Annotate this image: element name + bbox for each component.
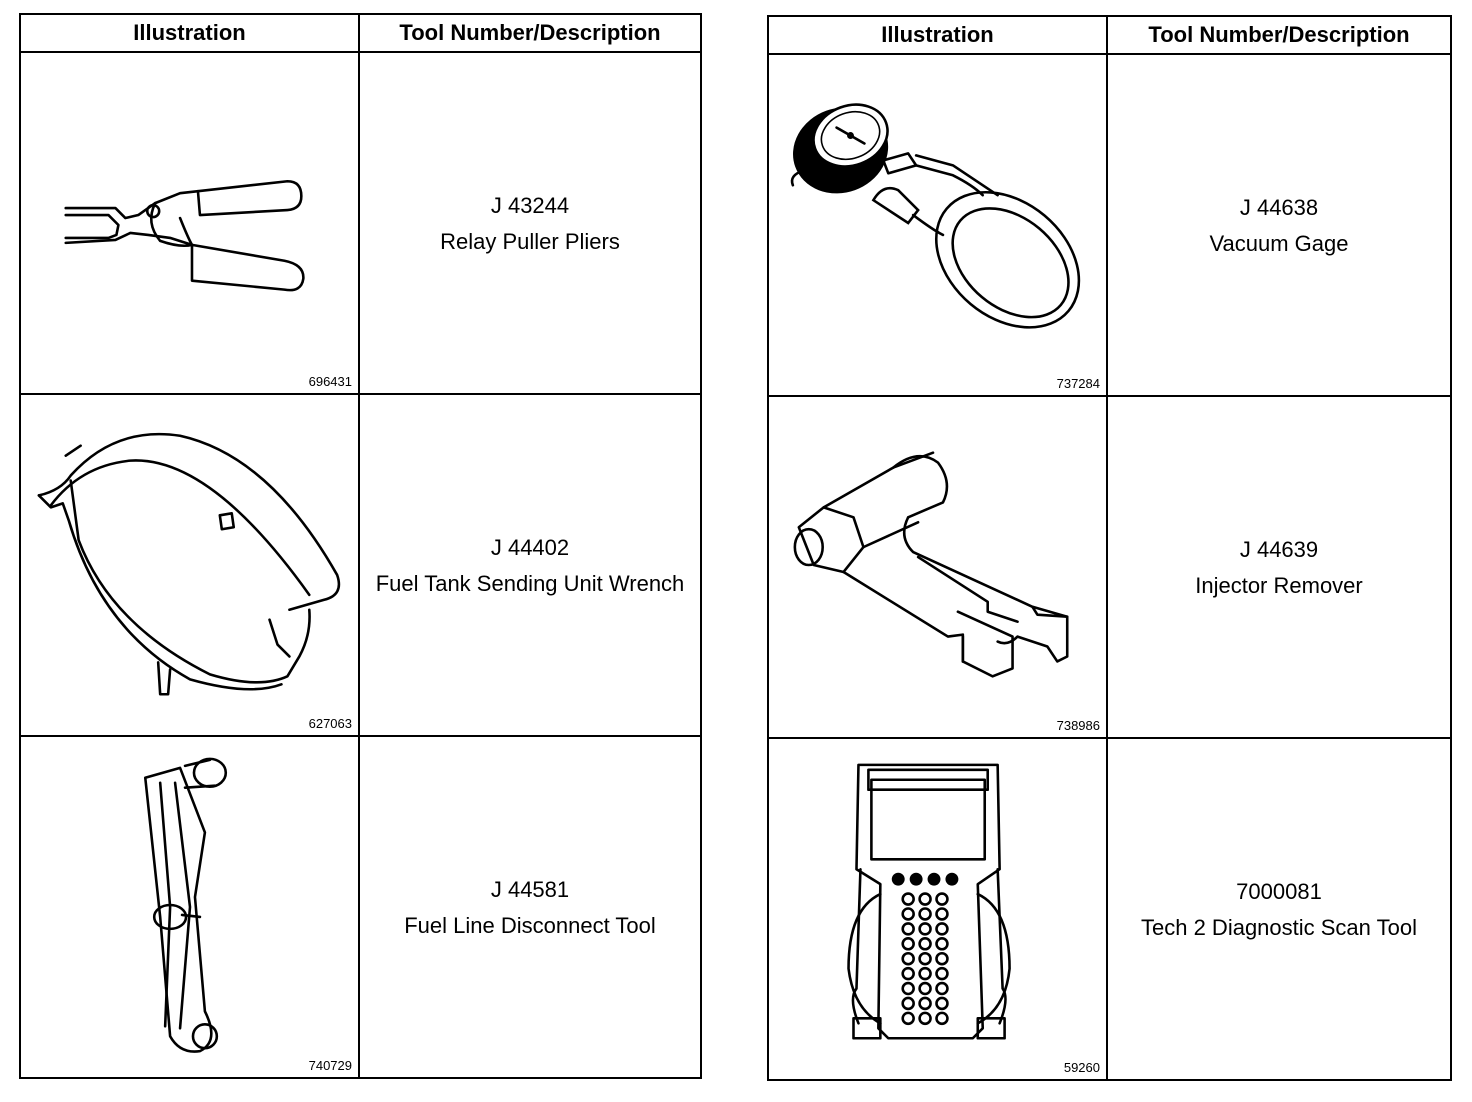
keypad-key-icon xyxy=(901,981,915,996)
injector-remover-icon xyxy=(793,451,1069,678)
tool-description: Tech 2 Diagnostic Scan Tool xyxy=(1141,914,1417,940)
illustration-cell: 737284 xyxy=(767,53,1108,397)
tool-description-cell: 7000081 Tech 2 Diagnostic Scan Tool xyxy=(1106,737,1452,1081)
table-row: 627063 J 44402 Fuel Tank Sending Unit Wr… xyxy=(19,393,702,737)
keypad-key-icon xyxy=(901,937,915,951)
keypad-key-icon xyxy=(901,907,915,921)
special-tools-table-left: Illustration Tool Number/Description 696… xyxy=(19,13,702,1079)
table-row: 740729 J 44581 Fuel Line Disconnect Tool xyxy=(19,735,702,1079)
tool-description-cell: J 44638 Vacuum Gage xyxy=(1106,53,1452,397)
keypad-key-icon xyxy=(935,907,949,921)
tool-description: Relay Puller Pliers xyxy=(440,228,620,254)
table-row: 696431 J 43244 Relay Puller Pliers xyxy=(19,51,702,395)
tool-number: 7000081 xyxy=(1236,878,1322,904)
keypad-key-icon xyxy=(918,907,932,921)
tool-description: Fuel Tank Sending Unit Wrench xyxy=(375,570,685,596)
function-key-icon xyxy=(909,872,923,886)
column-header-illustration: Illustration xyxy=(19,13,360,53)
figure-id: 59260 xyxy=(1063,1060,1100,1075)
tool-description-cell: J 43244 Relay Puller Pliers xyxy=(358,51,702,395)
tool-number: J 44638 xyxy=(1239,194,1319,220)
keypad-key-icon xyxy=(935,951,949,966)
column-header-illustration: Illustration xyxy=(767,15,1108,55)
tool-description: Injector Remover xyxy=(1195,572,1363,598)
function-key-icon xyxy=(891,872,905,886)
keypad-key-icon xyxy=(918,996,932,1011)
tool-description: Vacuum Gage xyxy=(1209,230,1349,256)
figure-id: 738986 xyxy=(1056,718,1100,733)
keypad-key-icon xyxy=(935,922,949,936)
keypad-key-icon xyxy=(918,951,932,966)
figure-id: 740729 xyxy=(308,1058,352,1073)
keypad-key-icon xyxy=(918,966,932,981)
keypad-key-icon xyxy=(901,996,915,1011)
table-header-row: Illustration Tool Number/Description xyxy=(19,13,702,53)
function-key-icon xyxy=(945,872,959,886)
special-tools-table-right: Illustration Tool Number/Description 737… xyxy=(767,15,1452,1081)
keypad-key-icon xyxy=(935,937,949,951)
keypad-key-icon xyxy=(901,966,915,981)
keypad-key-icon xyxy=(901,922,915,936)
figure-id: 696431 xyxy=(308,374,352,389)
tool-number: J 44402 xyxy=(490,534,570,560)
vacuum-gauge-icon xyxy=(790,103,1081,329)
illustration-cell: 696431 xyxy=(19,51,360,395)
wrench-icon xyxy=(37,432,341,696)
figure-id: 627063 xyxy=(308,716,352,731)
column-header-tool: Tool Number/Description xyxy=(1106,15,1452,55)
keypad-key-icon xyxy=(935,892,949,906)
keypad-key-icon xyxy=(935,1011,949,1026)
keypad-key-icon xyxy=(918,922,932,936)
keypad-key-icon xyxy=(918,937,932,951)
column-header-tool: Tool Number/Description xyxy=(358,13,702,53)
tool-description-cell: J 44639 Injector Remover xyxy=(1106,395,1452,739)
table-header-row: Illustration Tool Number/Description xyxy=(767,15,1452,55)
keypad-key-icon xyxy=(901,1011,915,1026)
illustration-cell: 740729 xyxy=(19,735,360,1079)
keypad-key-icon xyxy=(935,996,949,1011)
illustration-cell: 738986 xyxy=(767,395,1108,739)
illustration-cell: 59260 xyxy=(767,737,1108,1081)
keypad-key-icon xyxy=(935,966,949,981)
tool-number: J 43244 xyxy=(490,192,570,218)
tool-number: J 44639 xyxy=(1239,536,1319,562)
disconnect-tool-icon xyxy=(143,757,228,1053)
tool-description-cell: J 44581 Fuel Line Disconnect Tool xyxy=(358,735,702,1079)
table-row: 738986 J 44639 Injector Remover xyxy=(767,395,1452,739)
table-row: 59260 7000081 Tech 2 Diagnostic Scan Too… xyxy=(767,737,1452,1081)
tool-description: Fuel Line Disconnect Tool xyxy=(404,912,656,938)
keypad-key-icon xyxy=(918,892,932,906)
keypad-key-icon xyxy=(901,892,915,906)
table-row: 737284 J 44638 Vacuum Gage xyxy=(767,53,1452,397)
figure-id: 737284 xyxy=(1056,376,1100,391)
tool-number: J 44581 xyxy=(490,876,570,902)
keypad-key-icon xyxy=(935,981,949,996)
keypad-key-icon xyxy=(901,951,915,966)
function-key-icon xyxy=(927,872,941,886)
tool-description-cell: J 44402 Fuel Tank Sending Unit Wrench xyxy=(358,393,702,737)
illustration-cell: 627063 xyxy=(19,393,360,737)
scan-tool-icon xyxy=(847,763,1011,1040)
pliers-icon xyxy=(64,179,305,292)
keypad-key-icon xyxy=(918,1011,932,1026)
keypad-key-icon xyxy=(918,981,932,996)
